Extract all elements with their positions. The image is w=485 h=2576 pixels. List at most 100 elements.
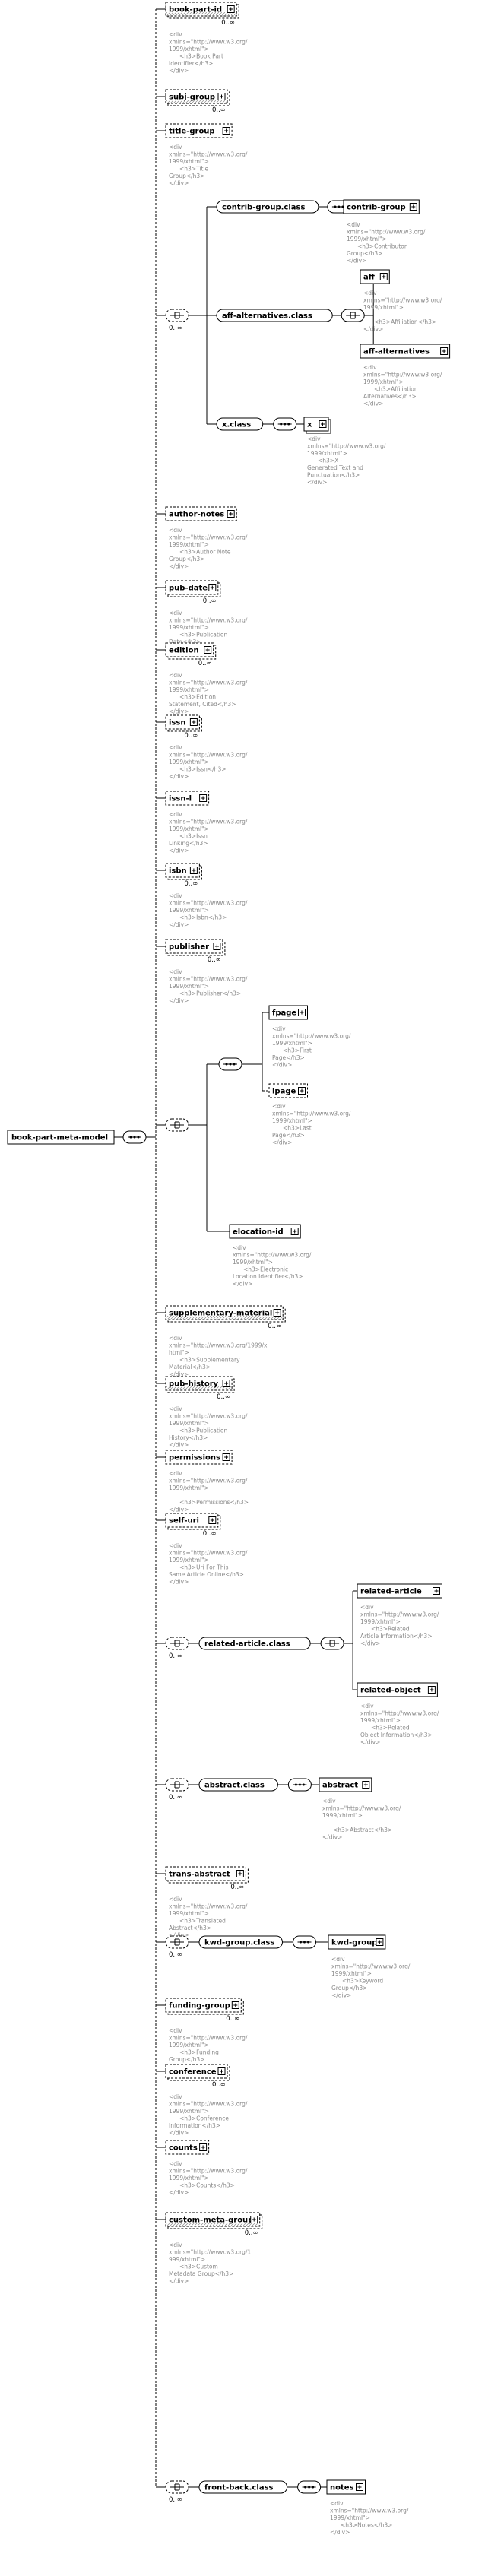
- expand-plus-icon[interactable]: [199, 2143, 208, 2151]
- element-permissions-node[interactable]: permissions: [165, 1450, 233, 1465]
- expand-plus-icon[interactable]: [376, 1938, 384, 1946]
- sequence-compositor-icon[interactable]: [218, 1057, 242, 1071]
- expand-plus-icon[interactable]: [189, 867, 198, 874]
- element-supplementary-material-node[interactable]: supplementary-material: [165, 1305, 286, 1323]
- documentation-text: <divxmlns="http://www.w3.org/1999/xhtml"…: [169, 1542, 248, 1586]
- sequence-compositor-icon[interactable]: [273, 417, 297, 431]
- doc-line: xmlns="http://www.w3.org/: [169, 1550, 248, 1557]
- doc-line: <h3>Supplementary: [179, 1357, 240, 1364]
- expand-plus-icon[interactable]: [227, 510, 235, 518]
- expand-plus-icon[interactable]: [213, 943, 221, 950]
- expand-plus-icon[interactable]: [231, 2001, 239, 2009]
- group-class-aff-alternatives-class-node[interactable]: aff-alternatives.class: [216, 309, 333, 322]
- expand-plus-icon[interactable]: [222, 1453, 230, 1461]
- element-related-article-node[interactable]: related-article: [357, 1583, 442, 1599]
- element-pub-date-node[interactable]: pub-date: [165, 580, 221, 597]
- choice-compositor-icon[interactable]: [165, 1118, 189, 1132]
- expand-plus-icon[interactable]: [409, 203, 417, 211]
- expand-plus-icon[interactable]: [199, 794, 208, 802]
- group-class-label: aff-alternatives.class: [222, 312, 312, 321]
- element-issn-l-node[interactable]: issn-l: [165, 791, 210, 806]
- element-conference-node[interactable]: conference: [165, 2064, 230, 2081]
- documentation-text: <divxmlns="http://www.w3.org/1999/xhtml"…: [169, 744, 248, 780]
- element-x-node[interactable]: x: [303, 417, 331, 434]
- group-class-kwd-group-class-node[interactable]: kwd-group.class: [198, 1935, 283, 1949]
- expand-plus-icon[interactable]: [273, 1309, 281, 1317]
- expand-plus-icon[interactable]: [222, 1380, 230, 1387]
- cardinality-label: 0..∞: [203, 597, 217, 605]
- expand-plus-icon[interactable]: [222, 127, 230, 135]
- expand-plus-icon[interactable]: [189, 718, 198, 726]
- expand-plus-icon[interactable]: [298, 1009, 306, 1016]
- element-publisher-node[interactable]: publisher: [165, 939, 226, 956]
- expand-plus-icon[interactable]: [250, 2216, 258, 2223]
- sequence-compositor-icon[interactable]: [297, 2480, 322, 2494]
- doc-line: xmlns="http://www.w3.org/: [347, 229, 426, 236]
- expand-plus-icon[interactable]: [208, 1516, 217, 1524]
- doc-line: xmlns="http://www.w3.org/: [169, 2035, 248, 2042]
- choice-compositor-icon[interactable]: [320, 1637, 344, 1650]
- choice-compositor-icon[interactable]: [165, 2480, 189, 2494]
- expand-plus-icon[interactable]: [290, 1228, 299, 1235]
- element-title-group-node[interactable]: title-group: [165, 123, 233, 138]
- choice-compositor-icon[interactable]: [165, 309, 189, 322]
- doc-line: <h3>Isbn</h3>: [179, 914, 227, 921]
- expand-plus-icon[interactable]: [356, 2483, 363, 2491]
- expand-plus-icon[interactable]: [433, 1587, 440, 1595]
- group-class-contrib-group-class-node[interactable]: contrib-group.class: [216, 200, 319, 214]
- group-class-x-class-node[interactable]: x.class: [216, 417, 264, 431]
- element-counts-node[interactable]: counts: [165, 2140, 210, 2155]
- doc-line: </div>: [322, 1834, 342, 1841]
- expand-plus-icon[interactable]: [440, 347, 449, 355]
- expand-plus-icon[interactable]: [319, 420, 327, 428]
- element-self-uri-node[interactable]: self-uri: [165, 1513, 221, 1530]
- choice-compositor-icon[interactable]: [341, 309, 365, 322]
- cardinality-label: 0..∞: [212, 2081, 226, 2089]
- element-abstract-node[interactable]: abstract: [319, 1777, 372, 1792]
- element-lpage-node[interactable]: lpage: [268, 1083, 308, 1098]
- doc-line: </div>: [272, 1139, 292, 1146]
- element-elocation-id-node[interactable]: elocation-id: [229, 1224, 301, 1239]
- element-fpage-node[interactable]: fpage: [268, 1005, 308, 1020]
- element-subj-group-node[interactable]: subj-group: [165, 89, 230, 106]
- expand-plus-icon[interactable]: [217, 93, 226, 100]
- expand-plus-icon[interactable]: [227, 5, 235, 13]
- expand-plus-icon[interactable]: [204, 646, 212, 654]
- element-pub-history-node[interactable]: pub-history: [165, 1376, 235, 1393]
- expand-plus-icon[interactable]: [379, 273, 388, 280]
- doc-line: xmlns="http://www.w3.org/: [360, 1710, 439, 1717]
- sequence-compositor-icon[interactable]: [287, 1778, 312, 1792]
- element-author-notes-node[interactable]: author-notes: [165, 506, 237, 521]
- choice-compositor-icon[interactable]: [165, 1778, 189, 1792]
- element-kwd-group-node[interactable]: kwd-group: [328, 1934, 386, 1950]
- choice-compositor-icon[interactable]: [165, 1935, 189, 1949]
- doc-line: <div: [330, 2500, 344, 2507]
- element-contrib-group-node[interactable]: contrib-group: [343, 199, 420, 214]
- expand-plus-icon[interactable]: [298, 1087, 306, 1095]
- expand-plus-icon[interactable]: [208, 584, 217, 591]
- expand-plus-icon[interactable]: [236, 1870, 244, 1877]
- doc-line: Group</h3>: [331, 1985, 367, 1991]
- expand-plus-icon[interactable]: [362, 1781, 370, 1789]
- element-custom-meta-group-node[interactable]: custom-meta-group: [165, 2212, 263, 2229]
- sequence-compositor-icon[interactable]: [122, 1130, 147, 1144]
- choice-compositor-icon[interactable]: [165, 1637, 189, 1650]
- element-trans-abstract-node[interactable]: trans-abstract: [165, 1866, 249, 1884]
- expand-plus-icon[interactable]: [217, 2067, 226, 2075]
- element-funding-group-node[interactable]: funding-group: [165, 1998, 244, 2015]
- element-book-part-id-node[interactable]: book-part-id: [165, 2, 239, 19]
- group-class-abstract-class-node[interactable]: abstract.class: [198, 1778, 278, 1792]
- element-aff-alternatives-node[interactable]: aff-alternatives: [360, 344, 451, 359]
- expand-plus-icon[interactable]: [427, 1686, 436, 1694]
- sequence-compositor-icon[interactable]: [293, 1935, 316, 1949]
- group-class-front-back-class-node[interactable]: front-back.class: [198, 2480, 288, 2494]
- doc-line: <div: [363, 290, 377, 296]
- group-class-related-article-class-node[interactable]: related-article.class: [198, 1637, 311, 1650]
- doc-line: </div>: [307, 479, 327, 486]
- element-notes-node[interactable]: notes: [326, 2479, 366, 2495]
- element-related-object-node[interactable]: related-object: [357, 1682, 438, 1697]
- element-edition-node[interactable]: edition: [165, 642, 217, 660]
- root-element-node[interactable]: book-part-meta-model: [7, 1130, 115, 1145]
- doc-line: 1999/xhtml">: [169, 46, 209, 52]
- element-label: book-part-id: [169, 6, 222, 14]
